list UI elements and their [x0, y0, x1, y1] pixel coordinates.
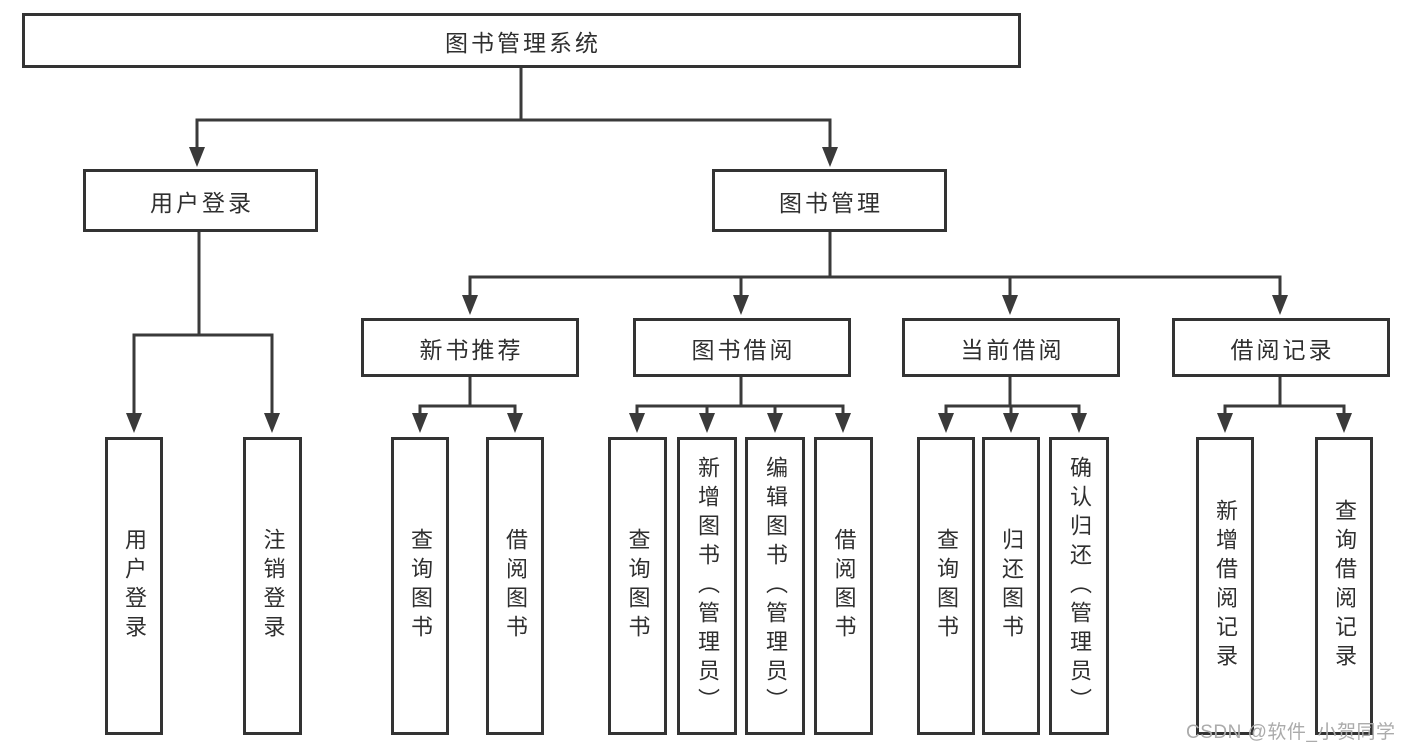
arrowhead-icon	[1336, 413, 1352, 433]
leaf-borrow-books-1: 借阅图书	[486, 437, 544, 735]
connector-user-login-to-leaves	[126, 229, 280, 433]
leaf-confirm-return-admin: 确认归还（管理员）	[1049, 437, 1109, 735]
node-user-login-label: 用户登录	[150, 189, 254, 216]
node-root-label: 图书管理系统	[445, 29, 601, 56]
leaf-edit-book-admin: 编辑图书（管理员）	[745, 437, 805, 735]
arrowhead-icon	[733, 295, 749, 315]
leaf-logout: 注销登录	[243, 437, 302, 735]
arrowhead-icon	[938, 413, 954, 433]
connector-borrow-record-to-leaves	[1217, 374, 1352, 433]
leaf-label: 注销登录	[260, 528, 286, 644]
leaf-query-books-3: 查询图书	[917, 437, 975, 735]
arrowhead-icon	[462, 295, 478, 315]
leaf-label: 借阅图书	[503, 528, 528, 644]
arrowhead-icon	[264, 413, 280, 433]
leaf-add-book-admin: 新增图书（管理员）	[677, 437, 737, 735]
node-book-borrow-label: 图书借阅	[691, 336, 796, 363]
csdn-watermark: CSDN @软件_小贺同学	[1186, 722, 1396, 743]
arrowhead-icon	[629, 413, 645, 433]
arrowhead-icon	[767, 413, 783, 433]
node-current-borrow: 当前借阅	[902, 318, 1120, 377]
connector-book-borrow-to-leaves	[629, 374, 851, 433]
leaf-label: 新增借阅记录	[1213, 499, 1238, 673]
node-book-borrow: 图书借阅	[633, 318, 851, 377]
arrowhead-icon	[189, 147, 205, 167]
connector-root-to-level2	[189, 65, 838, 167]
leaf-label: 确认归还（管理员）	[1067, 455, 1092, 717]
arrowhead-icon	[1217, 413, 1233, 433]
arrowhead-icon	[699, 413, 715, 433]
node-current-borrow-label: 当前借阅	[960, 336, 1065, 363]
arrowhead-icon	[822, 147, 838, 167]
node-new-book-rec-label: 新书推荐	[419, 336, 524, 363]
arrowhead-icon	[1272, 295, 1288, 315]
leaf-label: 查询图书	[934, 528, 959, 644]
leaf-return-book: 归还图书	[982, 437, 1040, 735]
arrowhead-icon	[1003, 413, 1019, 433]
leaf-query-books-1: 查询图书	[391, 437, 449, 735]
node-borrow-record: 借阅记录	[1172, 318, 1390, 377]
leaf-user-login: 用户登录	[105, 437, 163, 735]
arrowhead-icon	[507, 413, 523, 433]
leaf-label: 用户登录	[122, 528, 147, 644]
node-borrow-record-label: 借阅记录	[1230, 336, 1335, 363]
arrowhead-icon	[412, 413, 428, 433]
arrowhead-icon	[835, 413, 851, 433]
node-book-mgmt: 图书管理	[712, 169, 947, 232]
leaf-query-books-2: 查询图书	[608, 437, 667, 735]
connector-current-borrow-to-leaves	[938, 374, 1087, 433]
connector-new-book-rec-to-leaves	[412, 374, 523, 433]
node-new-book-rec: 新书推荐	[361, 318, 579, 377]
leaf-label: 新增图书（管理员）	[695, 455, 720, 717]
leaf-query-borrow-record: 查询借阅记录	[1315, 437, 1373, 735]
node-user-login: 用户登录	[83, 169, 318, 232]
node-root: 图书管理系统	[22, 13, 1021, 68]
leaf-label: 借阅图书	[831, 528, 857, 644]
arrowhead-icon	[1071, 413, 1087, 433]
arrowhead-icon	[126, 413, 142, 433]
arrowhead-icon	[1002, 295, 1018, 315]
leaf-label: 查询借阅记录	[1332, 499, 1357, 673]
leaf-add-borrow-record: 新增借阅记录	[1196, 437, 1254, 735]
leaf-label: 归还图书	[999, 528, 1024, 644]
leaf-borrow-books-2: 借阅图书	[814, 437, 873, 735]
leaf-label: 编辑图书（管理员）	[763, 455, 788, 717]
connector-book-mgmt-to-level3	[462, 229, 1288, 315]
node-book-mgmt-label: 图书管理	[779, 189, 883, 216]
leaf-label: 查询图书	[408, 528, 433, 644]
leaf-label: 查询图书	[625, 528, 651, 644]
